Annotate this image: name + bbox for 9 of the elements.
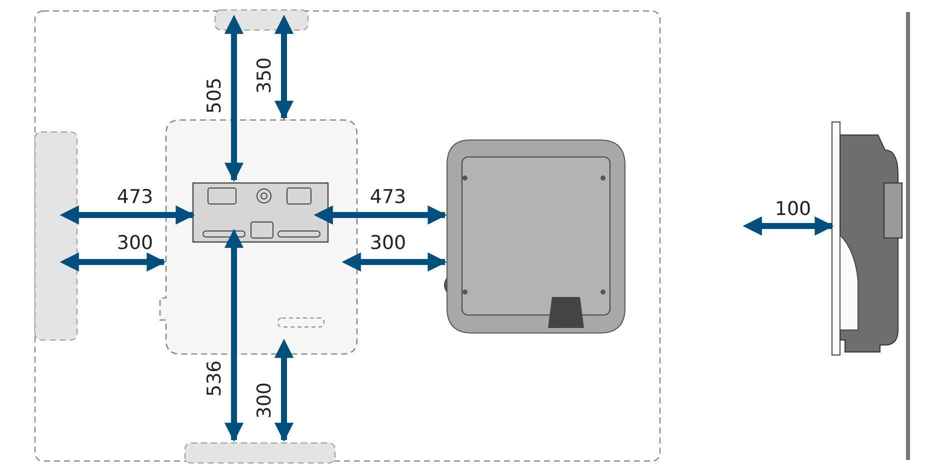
dimension-value: 473 [370,188,406,206]
dimension-value: 536 [206,360,224,396]
dimension-value: 300 [116,234,154,252]
dimension-value: 300 [256,382,274,418]
dimension-value: 505 [206,76,224,114]
dimension-value: 473 [116,188,154,206]
dimension-value: 100 [774,200,812,218]
dimension-value: 300 [370,234,406,252]
dimension-value: 350 [256,56,274,94]
